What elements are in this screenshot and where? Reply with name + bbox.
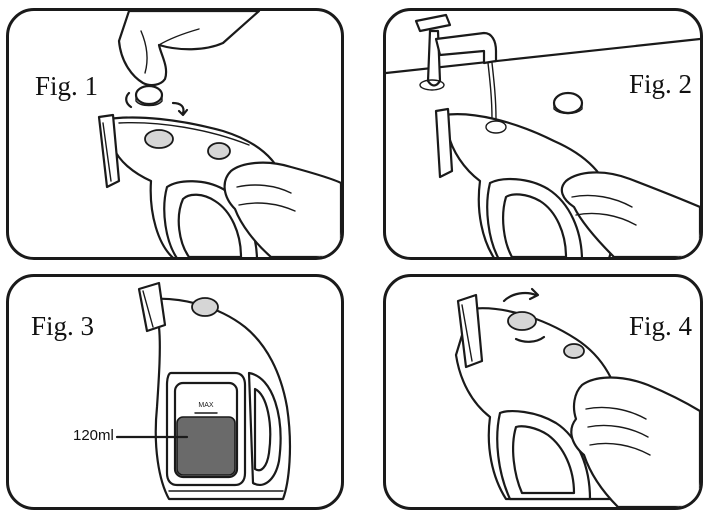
- figure-label: Fig. 3: [31, 311, 94, 342]
- top-button: [192, 298, 218, 316]
- figure-4-panel: Fig. 4: [383, 274, 703, 510]
- capacity-callout: 120ml: [73, 427, 114, 444]
- max-marking: MAX: [198, 402, 214, 409]
- rotate-arrow-top: [504, 293, 536, 301]
- top-button-2: [208, 143, 230, 159]
- steamer-nozzle: [436, 109, 452, 177]
- rotate-arrow-left: [126, 93, 131, 107]
- tap-spout: [436, 33, 496, 63]
- figure-3-panel: MAX Fig. 3 120ml: [6, 274, 344, 510]
- water-cap: [508, 312, 536, 330]
- top-button: [564, 344, 584, 358]
- water-cap: [136, 86, 162, 104]
- figure-2-panel: Fig. 2: [383, 8, 703, 260]
- steamer-cap-removal-illustration: [9, 11, 341, 257]
- removed-cap: [554, 93, 582, 113]
- water-stream: [492, 63, 496, 119]
- upper-hand: [119, 11, 259, 85]
- figure-label: Fig. 2: [629, 69, 692, 100]
- figure-1-panel: Fig. 1: [6, 8, 344, 260]
- figure-label: Fig. 1: [35, 71, 98, 102]
- tap-handle: [416, 15, 450, 31]
- steamer-filling-illustration: [386, 11, 700, 257]
- water-level-fill: [177, 417, 235, 475]
- top-button: [145, 130, 173, 148]
- figure-label: Fig. 4: [629, 311, 692, 342]
